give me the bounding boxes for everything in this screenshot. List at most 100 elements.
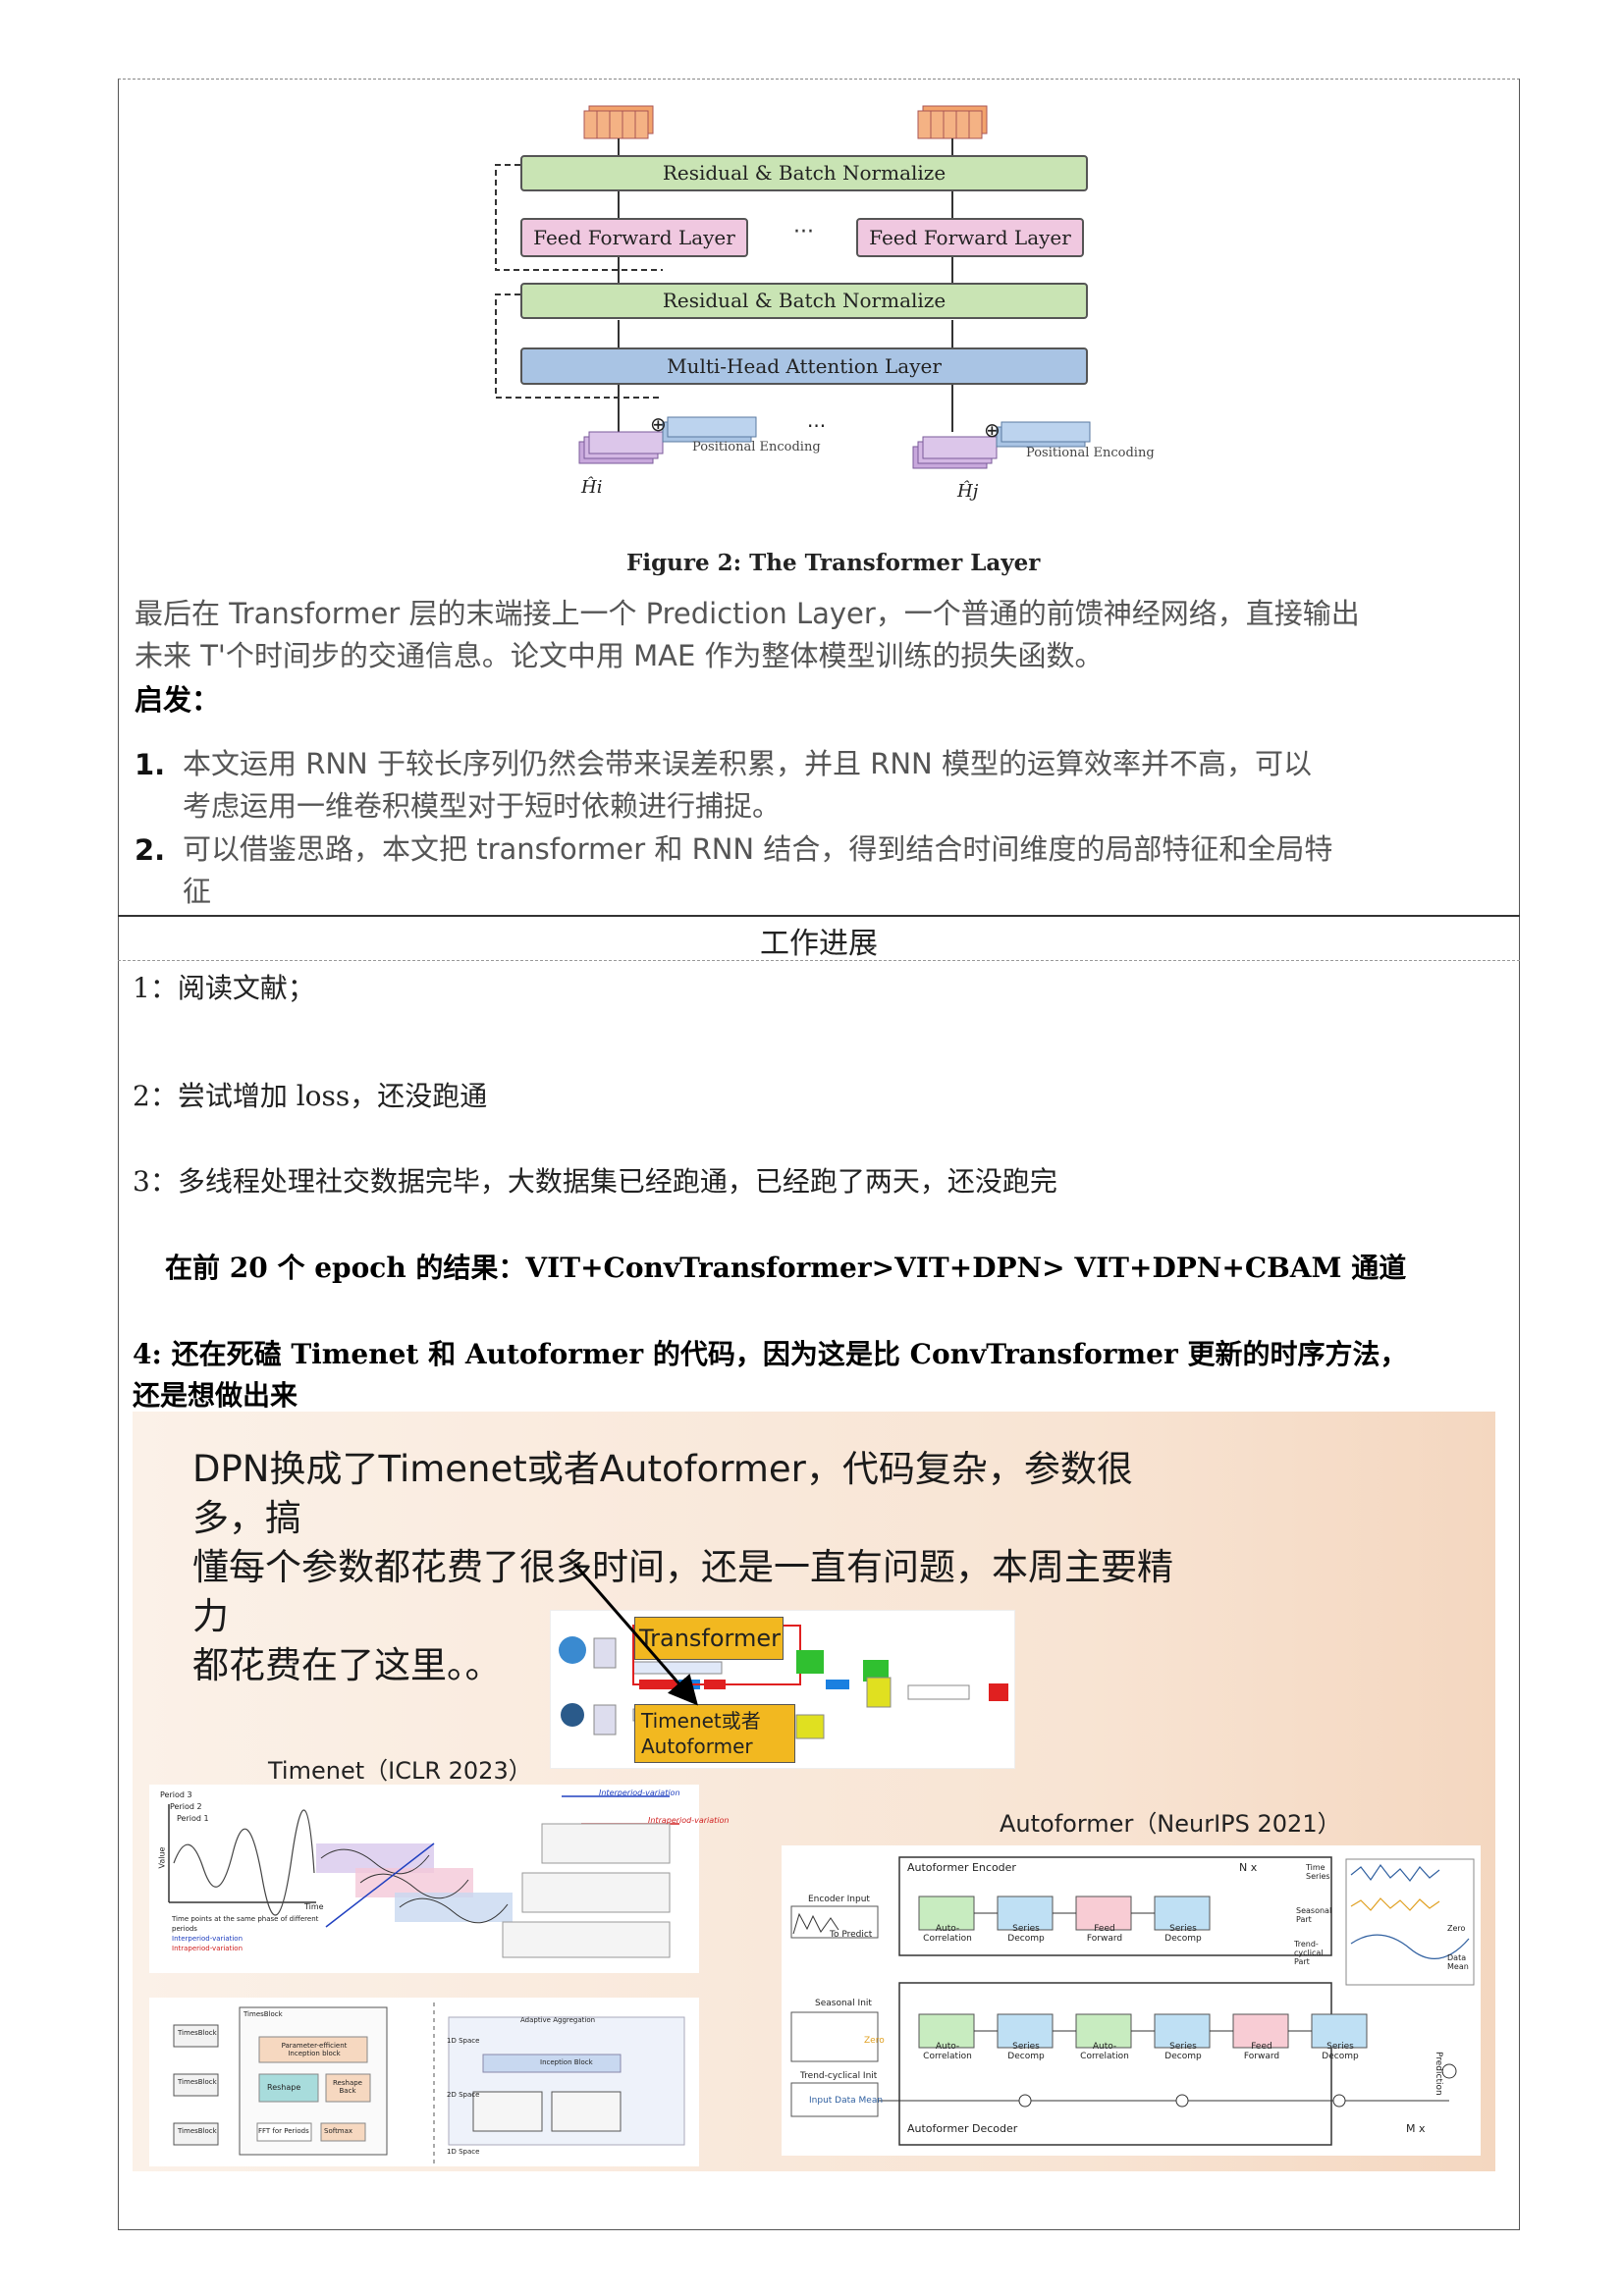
legend-interperiod: Interperiod-variation xyxy=(172,1935,243,1943)
decoder-series-decomp-1: Series Decomp xyxy=(1007,2042,1045,2061)
transformer-label: Transformer xyxy=(634,1617,784,1660)
feed-forward-layer-right: Feed Forward Layer xyxy=(856,218,1084,257)
timenet-legend: Time points at the same phase of differe… xyxy=(172,1914,319,1953)
timesblock-svg xyxy=(173,2002,685,2164)
work-item-2: 2：尝试增加 loss，还没跑通 xyxy=(133,1080,488,1112)
transformer-figure xyxy=(486,98,1154,510)
encoder-auto-correlation: Auto-Correlation xyxy=(923,1924,972,1944)
work-item-1: 1：阅读文献； xyxy=(133,972,315,1004)
legend-zero: Zero xyxy=(1447,1924,1466,1933)
legend-time-points: Time points at the same phase of differe… xyxy=(172,1915,319,1933)
positional-encoding-label-left: Positional Encoding xyxy=(692,440,821,454)
softmax-label: Softmax xyxy=(324,2127,353,2135)
list-item-1-line-1: 本文运用 RNN 于较长序列仍然会带来误差积累，并且 RNN 模型的运算效率并不… xyxy=(183,747,1312,780)
decoder-auto-correlation-1: Auto-Correlation xyxy=(923,2042,972,2061)
legend-data-mean: Data Mean xyxy=(1447,1953,1469,1971)
slide-text-line-2: 懂每个参数都花费了很多时间，还是一直有问题，本周主要精力 xyxy=(192,1546,1173,1637)
autoformer-figure xyxy=(782,1845,1481,2156)
slide-text: DPN换成了Timenet或者Autoformer，代码复杂，参数很多，搞 懂每… xyxy=(192,1445,1174,1690)
positional-encoding-label-right: Positional Encoding xyxy=(1026,446,1155,460)
slide-text-line-3: 都花费在了这里。。 xyxy=(192,1644,502,1686)
output-tokens-left xyxy=(583,105,654,139)
inspiration-title: 启发： xyxy=(135,683,221,717)
encoder-n-label: N x xyxy=(1239,1861,1258,1874)
input-data-mean-label: Input Data Mean xyxy=(809,2096,884,2106)
timenet-period-svg xyxy=(168,1795,679,1958)
encoder-feed-forward: Feed Forward xyxy=(1086,1924,1123,1944)
section-divider-dashed xyxy=(118,960,1520,961)
output-tokens-right xyxy=(917,105,988,139)
list-number-2: 2. xyxy=(135,833,166,867)
decoder-series-decomp-3: Series Decomp xyxy=(1322,2042,1359,2061)
legend-trend-part: Trend-cyclical Part xyxy=(1294,1940,1324,1966)
seasonal-init-label: Seasonal Init xyxy=(815,1999,872,2008)
trend-init-label: Trend-cyclical Init xyxy=(800,2071,878,2081)
axis-time-label: Time xyxy=(304,1902,324,1911)
intraperiod-label: Intraperiod-variation xyxy=(648,1816,730,1825)
autoformer-svg xyxy=(790,1856,1475,2146)
page-frame xyxy=(118,79,1520,2230)
decoder-m-label: M x xyxy=(1406,2122,1426,2135)
timenet-period-figure xyxy=(149,1785,699,1973)
encoder-input-label: Encoder Input xyxy=(808,1895,870,1904)
period-label-3: Period 3 xyxy=(160,1790,192,1799)
plus-icon-left: ⊕ xyxy=(650,412,667,436)
inception-label: Parameter-efficient Inception block xyxy=(281,2042,348,2057)
work-item-3: 3：多线程处理社交数据完毕，大数据集已经跑通，已经跑了两天，还没跑完 xyxy=(133,1165,1057,1198)
pointer-arrow xyxy=(572,1563,698,1706)
work-progress-header: 工作进展 xyxy=(760,927,878,961)
decoder-series-decomp-2: Series Decomp xyxy=(1164,2042,1202,2061)
timenet-title: Timenet（ICLR 2023） xyxy=(268,1757,532,1785)
residual-batch-normalize-bottom: Residual & Batch Normalize xyxy=(520,283,1088,319)
timesblock-inner-title: TimesBlock xyxy=(243,2010,283,2018)
transformer-figure-svg xyxy=(495,105,1091,469)
feed-forward-layer-left: Feed Forward Layer xyxy=(520,218,748,257)
timesblock-3: TimesBlock xyxy=(178,2127,217,2135)
plus-icon-right: ⊕ xyxy=(984,418,1001,442)
architecture-thumbnail xyxy=(550,1610,1015,1769)
section-divider xyxy=(118,915,1520,917)
residual-batch-normalize-top: Residual & Batch Normalize xyxy=(520,155,1088,191)
work-item-4-line-1: 4: 还在死磕 Timenet 和 Autoformer 的代码，因为这是比 C… xyxy=(133,1338,1408,1370)
legend-time-series: Time Series xyxy=(1306,1863,1330,1881)
multi-head-attention-layer: Multi-Head Attention Layer xyxy=(520,347,1088,385)
zero-label: Zero xyxy=(864,2036,885,2046)
list-number-1: 1. xyxy=(135,748,166,781)
replacement-label-line-2: Autoformer xyxy=(641,1735,753,1758)
legend-intraperiod: Intraperiod-variation xyxy=(172,1945,243,1952)
input-tokens-left xyxy=(578,416,757,464)
encoder-series-decomp-2: Series Decomp xyxy=(1164,1924,1202,1944)
interperiod-label: Interperiod-variation xyxy=(599,1789,680,1797)
replacement-label: Timenet或者 Autoformer xyxy=(634,1704,795,1763)
space-2d-label: 2D Space xyxy=(447,2091,480,2099)
timesblock-figure xyxy=(149,1998,699,2166)
figure-caption: Figure 2: The Transformer Layer xyxy=(626,550,1041,576)
input-ellipsis: ··· xyxy=(807,414,827,438)
period-label-1: Period 1 xyxy=(177,1814,209,1823)
input-label-hj: Ĥj xyxy=(957,481,979,502)
space-1d-label: 1D Space xyxy=(447,2037,480,2045)
decoder-feed-forward: Feed Forward xyxy=(1243,2042,1280,2061)
list-item-2-line-2: 征 xyxy=(183,875,212,908)
result-summary: 在前 20 个 epoch 的结果：VIT+ConvTransformer>VI… xyxy=(165,1252,1407,1284)
axis-value-label: Value xyxy=(157,1846,167,1869)
to-predict-label: To Predict xyxy=(830,1930,873,1940)
timesblock-1: TimesBlock xyxy=(178,2029,217,2037)
paragraph-line-1: 最后在 Transformer 层的末端接上一个 Prediction Laye… xyxy=(135,597,1360,630)
input-label-hi: Ĥi xyxy=(581,477,603,498)
legend-seasonal-part: Seasonal Part xyxy=(1296,1906,1332,1924)
list-item-2-line-1: 可以借鉴思路，本文把 transformer 和 RNN 结合，得到结合时间维度… xyxy=(183,832,1333,866)
slide-text-line-1: DPN换成了Timenet或者Autoformer，代码复杂，参数很多，搞 xyxy=(192,1448,1133,1539)
space-1d-bottom-label: 1D Space xyxy=(447,2148,480,2156)
reshape-label: Reshape xyxy=(267,2083,301,2092)
work-item-4-line-2: 还是想做出来 xyxy=(133,1379,298,1412)
autoformer-decoder-title: Autoformer Decoder xyxy=(907,2122,1018,2135)
autoformer-encoder-title: Autoformer Encoder xyxy=(907,1861,1016,1874)
reshape-back-label: Reshape Back xyxy=(333,2079,362,2095)
list-item-1-line-2: 考虑运用一维卷积模型对于短时依赖进行捕捉。 xyxy=(183,789,782,823)
prediction-label: Prediction xyxy=(1434,2052,1443,2096)
paragraph-line-2: 未来 T'个时间步的交通信息。论文中用 MAE 作为整体模型训练的损失函数。 xyxy=(135,639,1104,672)
ffn-ellipsis: ··· xyxy=(793,220,814,244)
autoformer-title: Autoformer（NeurIPS 2021） xyxy=(1000,1810,1341,1838)
period-label-2: Period 2 xyxy=(170,1802,202,1811)
